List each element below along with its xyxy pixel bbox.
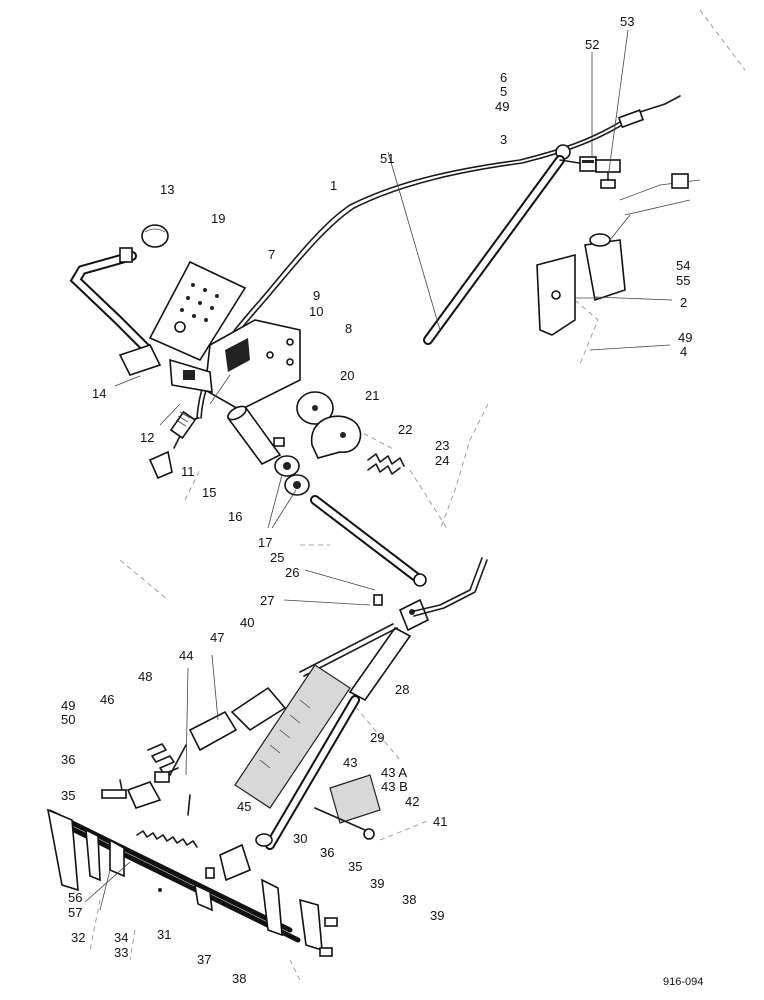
callout-4: 4 xyxy=(680,344,687,359)
callout-21: 21 xyxy=(365,388,379,403)
callout-27: 27 xyxy=(260,593,274,608)
callout-23: 23 xyxy=(435,438,449,453)
callout-15: 15 xyxy=(202,485,216,500)
pedal-45 xyxy=(234,664,351,809)
callout-25: 25 xyxy=(270,550,284,565)
callout-38-bottom: 38 xyxy=(232,971,246,986)
side-bracket xyxy=(536,173,701,336)
callout-41: 41 xyxy=(433,814,447,829)
callout-2: 2 xyxy=(680,295,687,310)
callout-20: 20 xyxy=(340,368,354,383)
callout-43: 43 xyxy=(343,755,357,770)
callout-32: 32 xyxy=(71,930,85,945)
callout-26: 26 xyxy=(285,565,299,580)
clevis-rod-28 xyxy=(348,594,430,702)
callout-19: 19 xyxy=(211,211,225,226)
callout-35-left: 35 xyxy=(61,788,75,803)
callout-37: 37 xyxy=(197,952,211,967)
tube-16 xyxy=(226,405,285,466)
callout-36-left: 36 xyxy=(61,752,75,767)
callout-17: 17 xyxy=(258,535,272,550)
callout-3: 3 xyxy=(500,132,507,147)
callout-40: 40 xyxy=(240,615,254,630)
tension-spring-44 xyxy=(136,794,198,848)
callout-43b: 43 B xyxy=(381,779,408,794)
collars-17 xyxy=(274,455,310,496)
mounting-plate xyxy=(148,260,247,362)
bracket-9-10 xyxy=(169,319,301,411)
ball-joint xyxy=(579,156,621,189)
callout-47: 47 xyxy=(210,630,224,645)
hand-lever xyxy=(69,247,162,376)
leader-lines xyxy=(84,29,673,911)
callout-33: 33 xyxy=(114,945,128,960)
callout-52: 52 xyxy=(585,37,599,52)
callout-49-left: 49 xyxy=(61,698,75,713)
callout-46: 46 xyxy=(100,692,114,707)
knob-13 xyxy=(141,224,169,248)
callout-14: 14 xyxy=(92,386,106,401)
sleeve-47 xyxy=(169,686,287,776)
callout-7: 7 xyxy=(268,247,275,262)
callout-56: 56 xyxy=(68,890,82,905)
block-43 xyxy=(314,774,381,840)
guide-lines xyxy=(89,9,746,981)
callout-57: 57 xyxy=(68,905,82,920)
callout-5: 5 xyxy=(500,84,507,99)
callout-39-mid: 39 xyxy=(370,876,384,891)
callout-8: 8 xyxy=(345,321,352,336)
callout-35-right: 35 xyxy=(348,859,362,874)
callout-9: 9 xyxy=(313,288,320,303)
callout-49-top: 49 xyxy=(495,99,509,114)
callout-16: 16 xyxy=(228,509,242,524)
callout-51: 51 xyxy=(380,151,394,166)
callout-1: 1 xyxy=(330,178,337,193)
callout-43a: 43 A xyxy=(381,765,407,780)
spring-48 xyxy=(147,743,179,783)
callout-36-right: 36 xyxy=(320,845,334,860)
callout-6: 6 xyxy=(500,70,507,85)
callout-55: 55 xyxy=(676,273,690,288)
callout-13: 13 xyxy=(160,182,174,197)
callout-54: 54 xyxy=(676,258,690,273)
callout-53: 53 xyxy=(620,14,634,29)
callout-39-right: 39 xyxy=(430,908,444,923)
callout-28: 28 xyxy=(395,682,409,697)
callout-10: 10 xyxy=(309,304,323,319)
callout-34: 34 xyxy=(114,930,128,945)
callout-45: 45 xyxy=(237,799,251,814)
reference-code: 916-094 xyxy=(663,976,703,988)
spring-22 xyxy=(367,453,405,475)
link-rod xyxy=(409,557,488,617)
callout-30: 30 xyxy=(293,831,307,846)
callout-24: 24 xyxy=(435,453,449,468)
callout-38-right: 38 xyxy=(402,892,416,907)
callout-42: 42 xyxy=(405,794,419,809)
callout-12: 12 xyxy=(140,430,154,445)
callout-labels: 1 2 3 4 5 6 7 8 9 10 11 12 13 14 15 16 1… xyxy=(61,14,703,988)
callout-44: 44 xyxy=(179,648,193,663)
pedal-arm-29 xyxy=(265,695,360,850)
callout-50: 50 xyxy=(61,712,75,727)
pedal-frame xyxy=(46,808,338,957)
callout-49-right: 49 xyxy=(678,330,692,345)
cable-end xyxy=(148,410,200,480)
callout-22: 22 xyxy=(398,422,412,437)
clevis-35 xyxy=(101,779,162,809)
callout-31: 31 xyxy=(157,927,171,942)
callout-48: 48 xyxy=(138,669,152,684)
callout-11: 11 xyxy=(181,464,195,479)
discs-20-21 xyxy=(296,391,362,459)
bushing-30 xyxy=(255,833,273,847)
rod-25 xyxy=(310,495,427,587)
callout-29: 29 xyxy=(370,730,384,745)
